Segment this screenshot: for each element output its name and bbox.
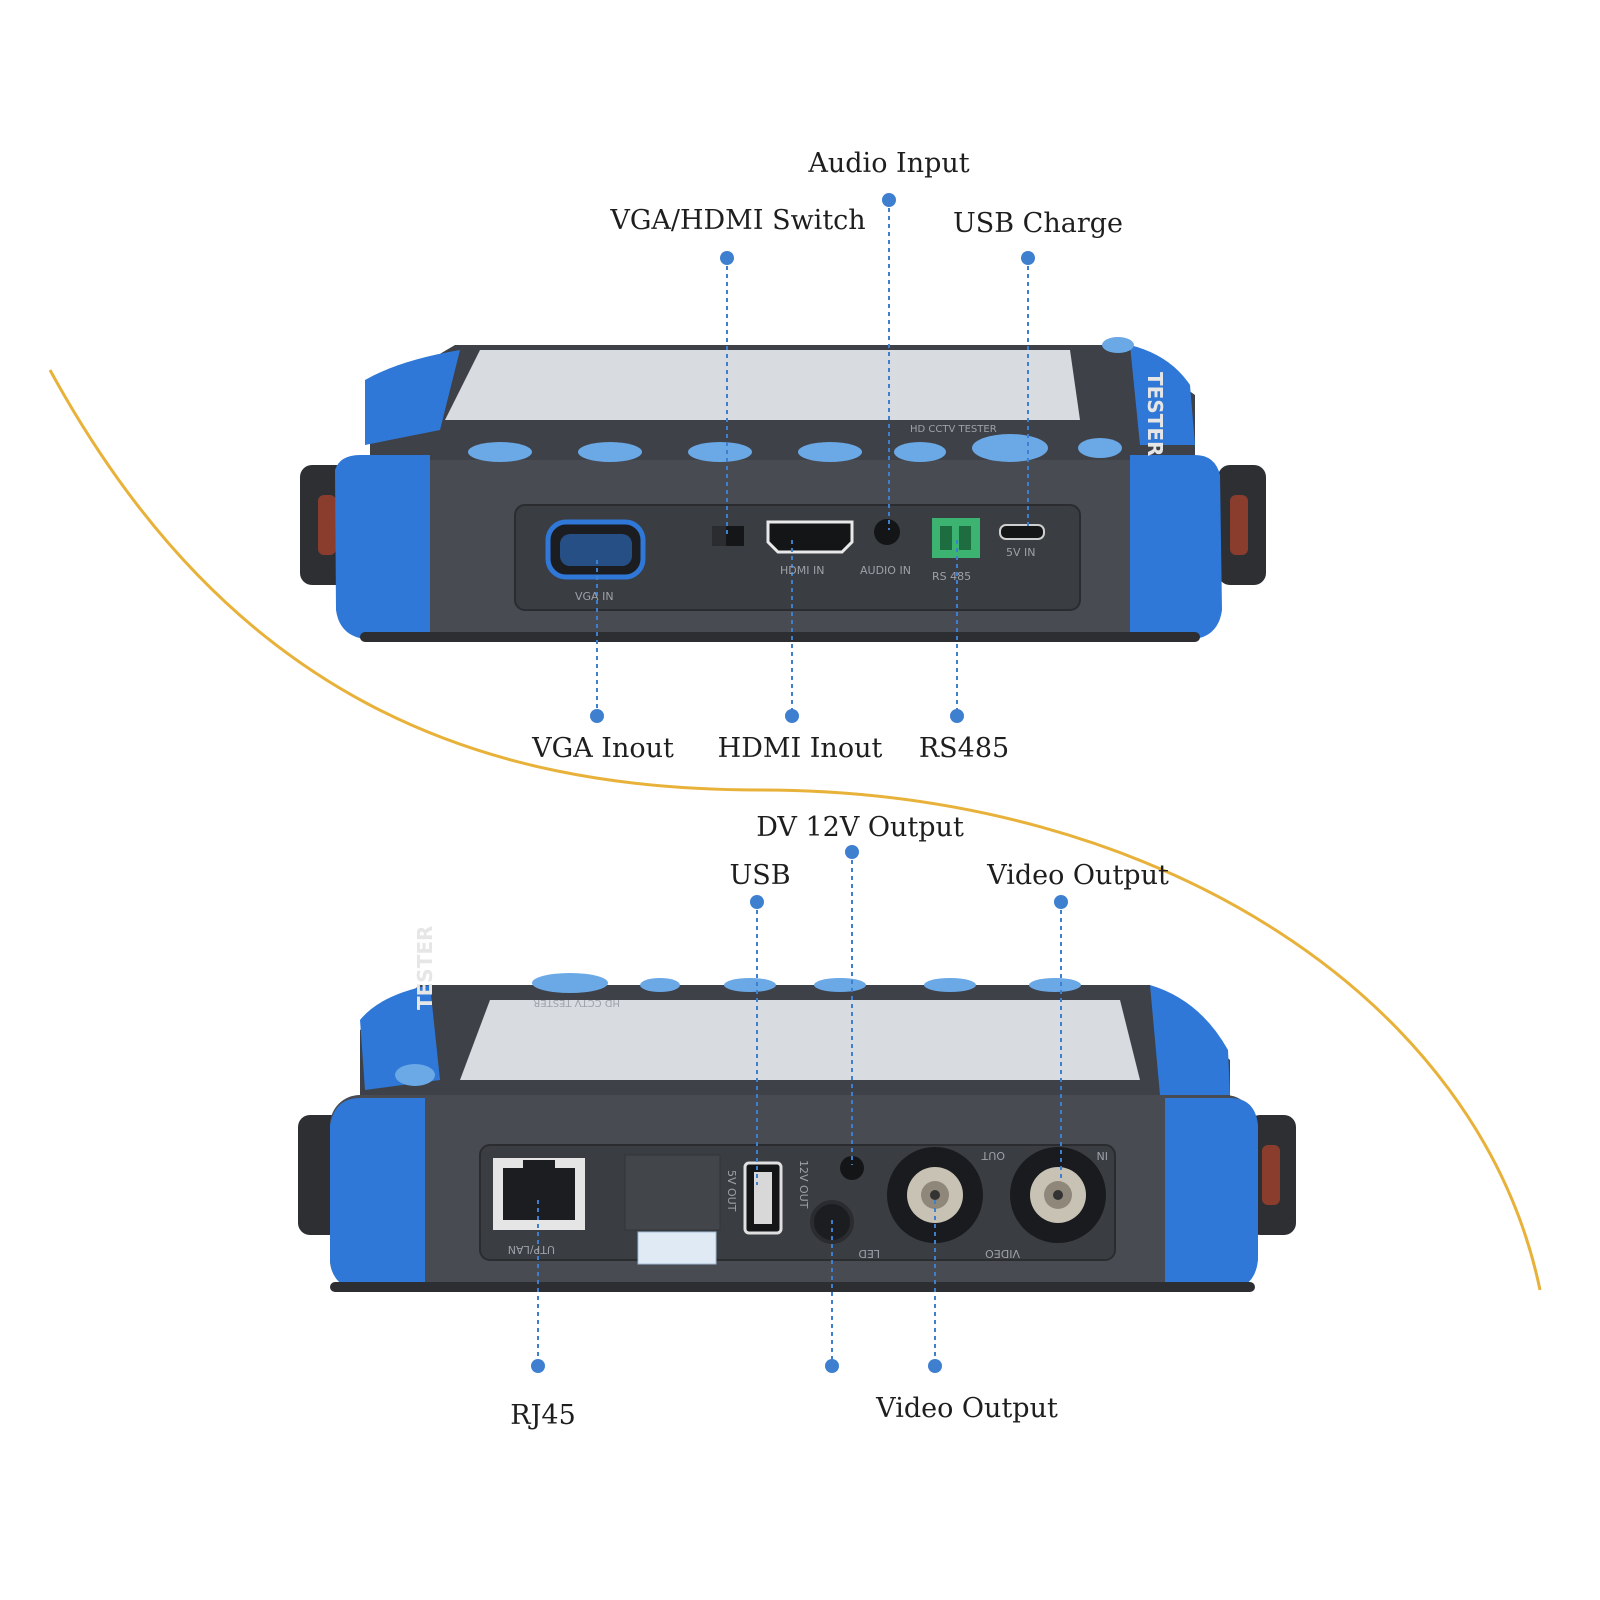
callout-video-output-top: Video Output bbox=[987, 860, 1169, 891]
bottom-port-label-usb: 5V OUT bbox=[725, 1170, 738, 1212]
callout-leaders bbox=[537, 200, 1062, 1366]
top-device-buttons bbox=[468, 337, 1134, 462]
top-device-bumper-left bbox=[335, 455, 430, 640]
audio-jack bbox=[874, 519, 900, 545]
top-device-screen bbox=[445, 350, 1080, 420]
bottom-device-corner-right bbox=[1150, 985, 1230, 1095]
top-device-corner-left bbox=[365, 350, 460, 445]
callout-usb: USB bbox=[729, 860, 791, 891]
top-port-label-audio: AUDIO IN bbox=[860, 564, 911, 577]
bottom-device-bumper-left bbox=[330, 1098, 425, 1290]
top-port-label-hdmi: HDMI IN bbox=[780, 564, 824, 577]
top-brand-text: TESTER bbox=[1143, 372, 1167, 456]
device-printed-text: TESTER HD CCTV TESTER VGA IN HDMI IN AUD… bbox=[413, 372, 1167, 1260]
bottom-port-label-video: VIDEO bbox=[985, 1247, 1020, 1260]
bnc-video-output bbox=[887, 1147, 983, 1243]
top-port-label-rs485: RS 485 bbox=[932, 570, 971, 583]
callout-hdmi-inout: HDMI Inout bbox=[717, 733, 883, 764]
micro-usb-port bbox=[999, 524, 1045, 540]
bottom-panel-caption: HD CCTV TESTER bbox=[533, 997, 620, 1008]
bottom-device-bumper-right bbox=[1165, 1098, 1258, 1290]
callout-video-output-bottom: Video Output bbox=[876, 1393, 1058, 1424]
bottom-device-cover-plate bbox=[624, 1154, 721, 1231]
bottom-port-label-dc-out: 12V OUT bbox=[797, 1160, 810, 1209]
callout-vga-hdmi-switch: VGA/HDMI Switch bbox=[610, 205, 866, 236]
decorative-gold-curve bbox=[48, 369, 1542, 1291]
top-device-base bbox=[360, 632, 1200, 642]
top-device-strap-slot-left bbox=[318, 495, 336, 555]
bottom-device bbox=[298, 973, 1296, 1292]
callout-dv12v-output: DV 12V Output bbox=[756, 812, 964, 843]
top-device-strap-slot-right bbox=[1230, 495, 1248, 555]
top-device-bumper-right bbox=[1130, 455, 1222, 640]
bottom-port-label-video-in: IN bbox=[1097, 1149, 1108, 1162]
bottom-device-base bbox=[330, 1282, 1255, 1292]
callout-dots bbox=[531, 193, 1068, 1373]
top-port-label-usb: 5V IN bbox=[1006, 546, 1036, 559]
top-port-label-vga: VGA IN bbox=[575, 590, 614, 603]
bnc-video-input bbox=[1010, 1147, 1106, 1243]
top-device bbox=[300, 337, 1266, 642]
bottom-device-corner-left bbox=[360, 985, 440, 1090]
bottom-port-label-video-out: OUT bbox=[981, 1149, 1005, 1162]
callout-rj45: RJ45 bbox=[510, 1400, 576, 1431]
hdmi-port bbox=[766, 520, 854, 554]
bottom-port-label-rj45: UTP/LAN bbox=[508, 1243, 555, 1256]
callout-vga-inout: VGA Inout bbox=[532, 733, 674, 764]
callout-rs485: RS485 bbox=[918, 733, 1010, 764]
callout-usb-charge: USB Charge bbox=[953, 208, 1123, 239]
bottom-device-screen bbox=[460, 1000, 1140, 1080]
callout-audio-input: Audio Input bbox=[808, 148, 970, 179]
qr-sticker bbox=[637, 1231, 717, 1265]
top-device-corner-right bbox=[1130, 345, 1195, 445]
bottom-port-label-led: LED bbox=[858, 1247, 880, 1260]
bottom-device-strap-slot-right bbox=[1262, 1145, 1280, 1205]
bottom-brand-text: TESTER bbox=[413, 926, 437, 1010]
top-panel-caption: HD CCTV TESTER bbox=[910, 424, 997, 435]
dc-12v-output-jack bbox=[840, 1156, 864, 1180]
